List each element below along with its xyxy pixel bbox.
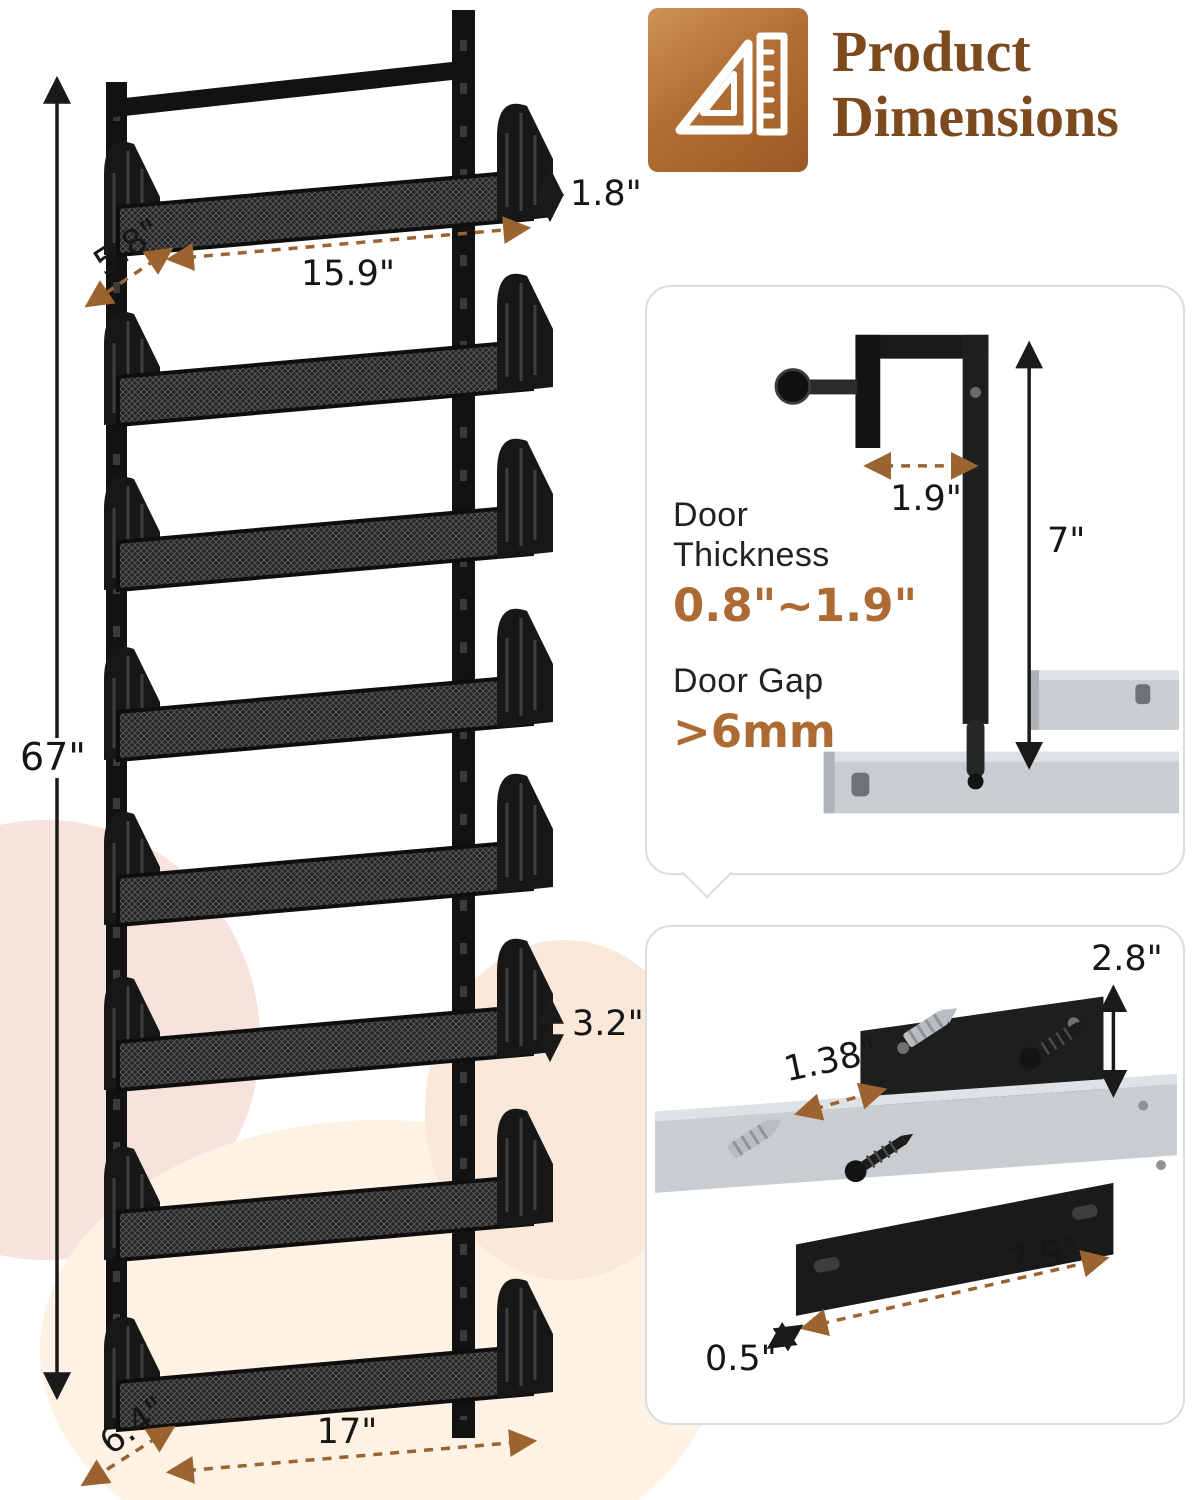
hook-dimension-arrows xyxy=(863,340,1044,770)
door-hook-panel: 1.9" 7" Door Thickness 0.8"~1.9" Door Ga… xyxy=(645,285,1185,899)
header: Product Dimensions xyxy=(648,8,1188,172)
title-line-1: Product xyxy=(832,19,1031,84)
dim-plate-height: 2.8" xyxy=(1091,939,1163,979)
rack-shelves xyxy=(102,101,555,1432)
wall-mount-illustration xyxy=(655,984,1177,1352)
door-spec-text: Door Thickness 0.8"~1.9" Door Gap >6mm xyxy=(673,495,918,758)
set-square-ruler-icon xyxy=(648,8,808,172)
title-line-2: Dimensions xyxy=(832,83,1119,149)
door-gap-label: Door Gap xyxy=(673,661,824,700)
door-rail xyxy=(655,1073,1177,1193)
dim-lower-shelf-height: 3.2" xyxy=(572,1004,644,1044)
over-door-hook xyxy=(774,334,989,790)
wall-anchor xyxy=(727,1119,782,1158)
door-hook-illustration xyxy=(774,334,1180,814)
mount-dimension-arrows xyxy=(766,984,1128,1352)
dim-plate-thickness: 0.5" xyxy=(705,1339,777,1379)
wall-mount-panel: 2.8" 1.38" 7.9" 0.5" xyxy=(645,925,1185,1425)
screw xyxy=(1019,1020,1088,1070)
door-thickness-label: Door Thickness xyxy=(673,496,830,575)
dim-hook-height: 7" xyxy=(1047,521,1086,561)
set-square-ruler-glyph xyxy=(675,32,788,136)
dim-hook-depth: 1.9" xyxy=(890,479,962,519)
page-title: Product Dimensions xyxy=(832,19,1119,150)
door-thickness-value: 0.8"~1.9" xyxy=(673,579,918,633)
dim-shelf-width: 15.9" xyxy=(300,254,396,294)
dim-base-width: 17" xyxy=(316,1412,378,1452)
wall-anchor xyxy=(903,1008,958,1047)
dim-total-height: 67" xyxy=(16,737,90,778)
door-frame xyxy=(823,670,1180,814)
screw xyxy=(844,1133,914,1183)
door-gap-value: >6mm xyxy=(673,704,836,758)
dim-top-shelf-height: 1.8" xyxy=(570,174,642,214)
